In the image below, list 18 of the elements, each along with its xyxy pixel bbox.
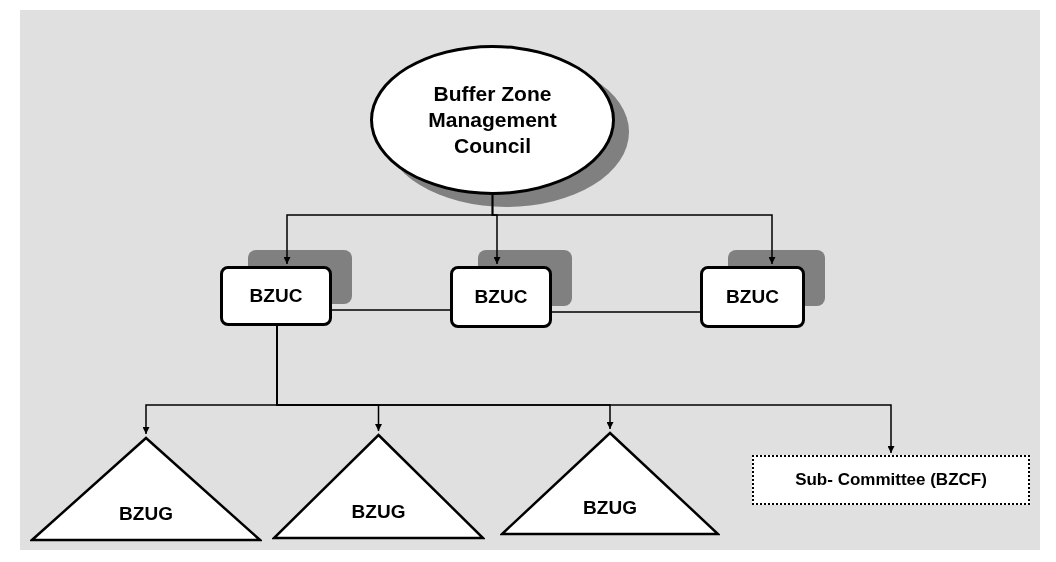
node-label: BZUG — [119, 502, 173, 526]
group-triangle — [500, 431, 720, 536]
node-label: Sub- Committee (BZCF) — [795, 469, 987, 491]
committee-box — [450, 266, 552, 328]
connector-line — [491, 194, 776, 265]
committee-box — [700, 266, 805, 328]
connector-line — [331, 309, 451, 311]
node-label: BZUG — [583, 496, 637, 520]
group-triangle — [30, 436, 262, 542]
subcommittee-box — [752, 455, 1030, 505]
committee-box — [220, 266, 332, 326]
node-label: BZUG — [351, 500, 406, 524]
node-label: Buffer Zone Management Council — [427, 80, 558, 160]
node-label: BZUC — [474, 285, 528, 309]
node-label: BZUC — [726, 285, 779, 309]
connector-line — [551, 311, 701, 313]
node-label: BZUC — [249, 284, 303, 308]
group-triangle — [272, 433, 485, 540]
